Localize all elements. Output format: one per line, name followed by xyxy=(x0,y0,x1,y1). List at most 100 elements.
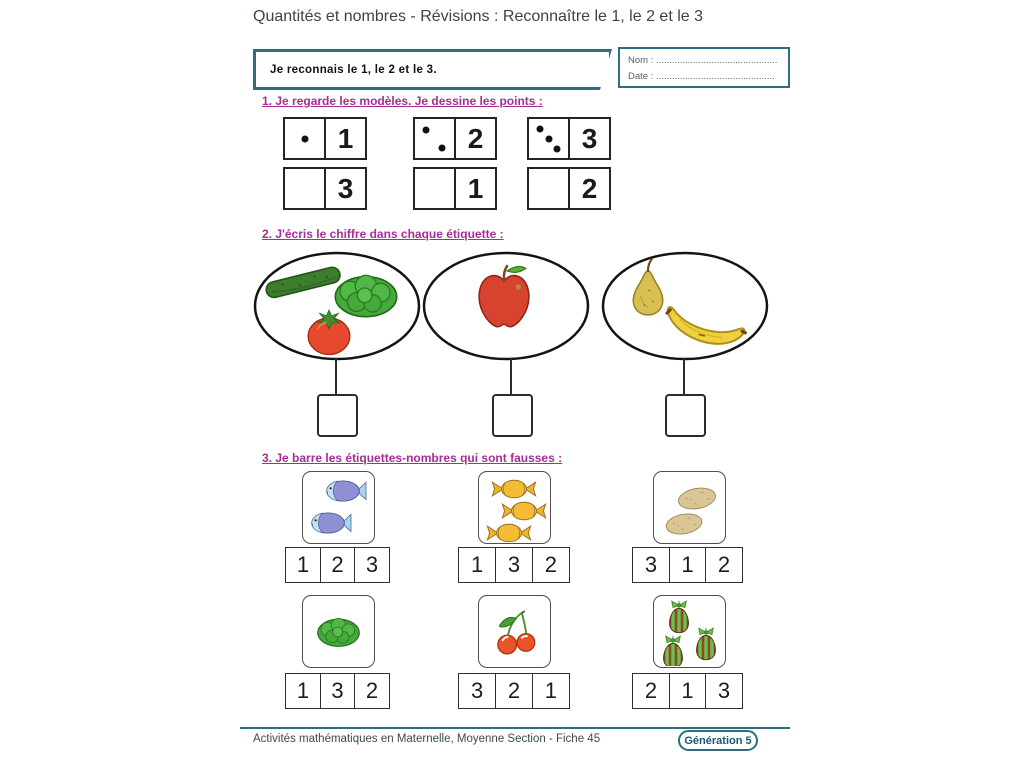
number-cell: 2 xyxy=(494,673,534,709)
gift-icon xyxy=(664,636,683,666)
fish-icon xyxy=(311,512,352,534)
candy-icon xyxy=(501,501,547,521)
number-cell: 1 xyxy=(458,547,497,583)
domino-dot xyxy=(438,144,446,152)
answer-square xyxy=(317,394,358,437)
candy-icon xyxy=(491,479,537,499)
gift-icon xyxy=(697,628,716,661)
cherries-picture xyxy=(496,610,536,655)
domino-dots-cell xyxy=(413,167,456,210)
domino-dots-cell xyxy=(527,167,570,210)
section-2-heading: 2. J'écris le chiffre dans chaque étique… xyxy=(262,227,504,241)
number-cell: 2 xyxy=(319,547,356,583)
footer-text: Activités mathématiques en Maternelle, M… xyxy=(253,733,601,745)
item-group-oval xyxy=(253,251,421,361)
number-cell: 2 xyxy=(354,673,390,709)
number-cell: 2 xyxy=(705,547,743,583)
number-cell: 1 xyxy=(285,547,321,583)
domino-dots-cell xyxy=(413,117,456,160)
domino-number: 1 xyxy=(467,172,484,204)
number-cell: 3 xyxy=(319,673,356,709)
fish-picture xyxy=(311,480,367,534)
number-cell: 3 xyxy=(632,547,670,583)
domino-number: 1 xyxy=(337,122,354,154)
section-3-heading: 3. Je barre les étiquettes-nombres qui s… xyxy=(262,451,563,465)
domino: 2 xyxy=(413,117,497,160)
lettuce-icon xyxy=(317,617,360,647)
answer-square xyxy=(665,394,706,437)
picture-card xyxy=(302,471,375,544)
potato-picture xyxy=(664,484,718,538)
domino-number-cell: 1 xyxy=(324,117,367,160)
oval-connector-line xyxy=(335,358,337,395)
domino-number: 3 xyxy=(581,122,598,154)
domino: 2 xyxy=(527,167,611,210)
domino: 3 xyxy=(283,167,367,210)
objective-box: Je reconnais le 1, le 2 et le 3. xyxy=(253,49,612,90)
domino-number-cell: 3 xyxy=(568,117,611,160)
domino-dot xyxy=(536,125,544,133)
fish-icon xyxy=(326,480,367,502)
oval-outline xyxy=(601,251,769,361)
lettuce-picture xyxy=(317,617,360,647)
domino-dots-cell xyxy=(527,117,570,160)
domino-number: 2 xyxy=(467,122,484,154)
domino-number: 2 xyxy=(581,172,598,204)
potato-icon xyxy=(676,484,718,513)
cherries-icon xyxy=(496,610,536,655)
number-cell: 2 xyxy=(632,673,670,709)
picture-card xyxy=(478,471,551,544)
number-cell: 1 xyxy=(668,547,707,583)
candy-icon xyxy=(486,523,532,543)
generation5-badge: Génération 5 xyxy=(678,730,758,751)
domino-dot xyxy=(422,126,430,134)
domino: 3 xyxy=(527,117,611,160)
domino-dot xyxy=(301,135,308,143)
item-group-oval xyxy=(422,251,590,361)
domino-number-cell: 3 xyxy=(324,167,367,210)
candy-picture xyxy=(486,479,547,543)
objective-label: Je reconnais le 1, le 2 et le 3. xyxy=(270,63,437,76)
number-cell: 1 xyxy=(668,673,707,709)
number-cell: 1 xyxy=(285,673,321,709)
domino: 1 xyxy=(413,167,497,210)
potato-icon xyxy=(664,510,704,538)
oval-connector-line xyxy=(683,358,685,395)
oval-connector-line xyxy=(510,358,512,395)
date-field: Date : .................................… xyxy=(628,71,775,82)
item-group-oval xyxy=(601,251,769,361)
number-cell: 3 xyxy=(354,547,390,583)
picture-card xyxy=(478,595,551,668)
number-cell: 3 xyxy=(458,673,497,709)
section-1-heading: 1. Je regarde les modèles. Je dessine le… xyxy=(262,94,543,108)
domino-dot xyxy=(553,145,561,153)
domino-number-cell: 2 xyxy=(568,167,611,210)
footer-divider xyxy=(240,727,790,729)
domino-dots-cell xyxy=(283,167,326,210)
lettuce-icon xyxy=(334,274,398,318)
domino-number-cell: 2 xyxy=(454,117,497,160)
number-cell: 2 xyxy=(531,547,570,583)
gift-picture xyxy=(654,596,724,666)
domino-number: 3 xyxy=(337,172,354,204)
picture-card xyxy=(653,595,726,668)
name-field: Nom : ..................................… xyxy=(628,55,778,66)
domino: 1 xyxy=(283,117,367,160)
gift-icon xyxy=(670,601,689,634)
domino-dot xyxy=(545,135,553,143)
domino-dots-cell xyxy=(283,117,326,160)
page-title: Quantités et nombres - Révisions : Recon… xyxy=(253,8,704,25)
name-date-box: Nom : ..................................… xyxy=(618,47,790,88)
number-cell: 3 xyxy=(494,547,534,583)
picture-card xyxy=(302,595,375,668)
picture-card xyxy=(653,471,726,544)
domino-number-cell: 1 xyxy=(454,167,497,210)
number-cell: 3 xyxy=(705,673,743,709)
